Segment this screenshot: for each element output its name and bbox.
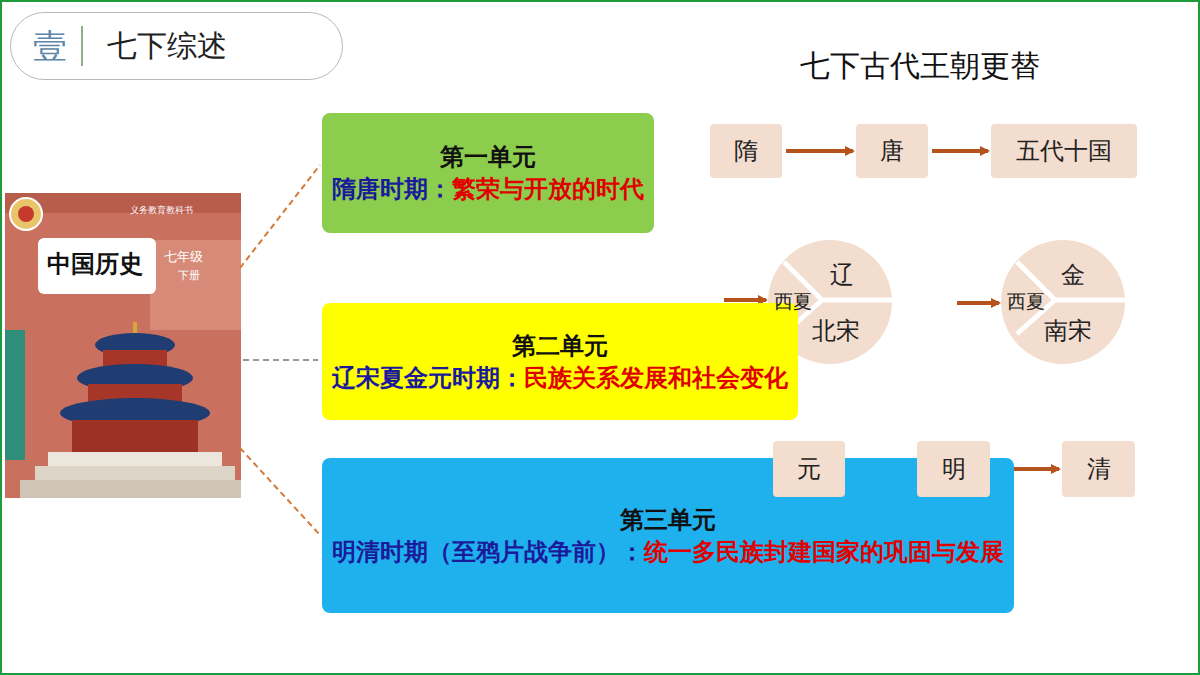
circle-segment: 北宋: [808, 314, 864, 348]
unit-theme: 统一多民族封建国家的巩固与发展: [644, 538, 1004, 566]
unit-box: 第二单元辽宋夏金元时期：民族关系发展和社会变化: [322, 303, 798, 420]
lead-arrow: [724, 298, 766, 302]
dynasty-name: 西夏: [1007, 289, 1045, 315]
dynasty-box: 清: [1062, 441, 1135, 497]
unit-body: 隋唐时期：繁荣与开放的时代: [332, 173, 644, 205]
leader-line: [240, 165, 320, 268]
header-box: 壹七下综述: [10, 12, 343, 80]
unit-theme: 民族关系发展和社会变化: [524, 364, 788, 392]
unit-heading: 第三单元: [332, 504, 1004, 536]
dynasty-box: 五代十国: [991, 124, 1137, 178]
dynasty-name: 明: [942, 453, 966, 485]
leader-line: [243, 359, 318, 361]
circle-segment: 南宋: [1040, 314, 1096, 348]
dynasty-name: 北宋: [812, 315, 860, 347]
leader-line: [240, 448, 320, 535]
section-number: 壹: [11, 26, 83, 66]
unit-box: 第三单元明清时期（至鸦片战争前）：统一多民族封建国家的巩固与发展: [322, 458, 1014, 613]
circle-segment: 金: [1053, 258, 1093, 292]
lead-arrow: [957, 301, 999, 305]
circle-segment: 辽: [822, 258, 862, 292]
dynasty-name: 五代十国: [1016, 135, 1112, 167]
cover-volume: 下册: [178, 268, 200, 283]
circle-segment: 西夏: [1001, 288, 1051, 316]
unit-body: 辽宋夏金元时期：民族关系发展和社会变化: [332, 362, 788, 394]
cover-grade: 七年级: [164, 248, 203, 266]
section-title: 七下综述: [83, 26, 247, 67]
dynasty-box: 唐: [856, 124, 928, 178]
cover-title: 中国历史: [47, 248, 143, 280]
dynasty-name: 辽: [830, 259, 854, 291]
dynasty-name: 隋: [734, 135, 758, 167]
dynasty-name: 西夏: [774, 289, 812, 315]
unit-period: 辽宋夏金元时期：: [332, 364, 524, 392]
dynasty-circle: [1001, 240, 1128, 364]
unit-heading: 第一单元: [332, 141, 644, 173]
dynasty-name: 清: [1087, 453, 1111, 485]
dynasty-arrow: [786, 149, 853, 153]
dynasty-name: 元: [797, 453, 821, 485]
unit-box: 第一单元隋唐时期：繁荣与开放的时代: [322, 113, 654, 233]
unit-heading: 第二单元: [332, 330, 788, 362]
cover-label: 义务教育教科书: [130, 204, 193, 217]
dynasty-box: 隋: [710, 124, 782, 178]
unit-period: 隋唐时期：: [332, 175, 452, 203]
unit-theme: 繁荣与开放的时代: [452, 175, 644, 203]
dynasty-name: 南宋: [1044, 315, 1092, 347]
dynasty-box: 明: [917, 441, 990, 497]
dynasty-box: 元: [773, 441, 845, 497]
circle-segment: 西夏: [768, 288, 818, 316]
unit-body: 明清时期（至鸦片战争前）：统一多民族封建国家的巩固与发展: [332, 536, 1004, 568]
dynasty-arrow: [932, 149, 988, 153]
book-cover: [5, 193, 241, 498]
dynasty-name: 金: [1061, 259, 1085, 291]
unit-period: 明清时期（至鸦片战争前）：: [332, 538, 644, 566]
diagram-title: 七下古代王朝更替: [800, 46, 1040, 87]
dynasty-name: 唐: [880, 135, 904, 167]
